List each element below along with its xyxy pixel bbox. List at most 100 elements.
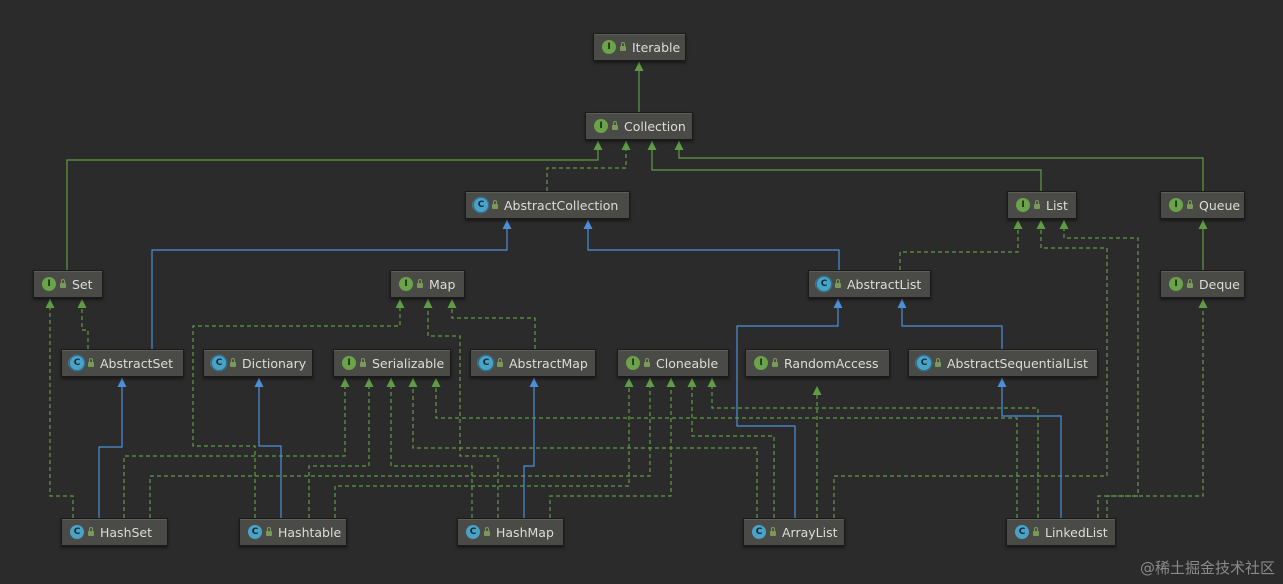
edge-hashmap-to-map [423, 299, 499, 518]
lock-icon [484, 527, 490, 536]
edge-hashset-to-cloneable [149, 378, 655, 518]
edge-arrowhead [45, 299, 55, 308]
edge-queue-to-collection [674, 141, 1204, 191]
edge-set-to-collection [66, 141, 603, 270]
edge-abstractlist-to-list [899, 220, 1023, 270]
lock-icon [1034, 200, 1040, 209]
edge-arraylist-to-list [833, 220, 1108, 518]
edge-hashmap-to-cloneable [549, 378, 676, 518]
lock-icon [620, 42, 626, 51]
lock-icon [835, 279, 841, 288]
lock-icon [492, 200, 498, 209]
node-label: ArrayList [782, 524, 838, 540]
edge-arraylist-to-serializable [408, 378, 758, 518]
lock-icon [1187, 279, 1193, 288]
edge-abstractmap-to-map [447, 299, 536, 349]
lock-icon [360, 358, 366, 367]
edge-hashset-to-abstractset [98, 378, 127, 518]
edge-arrowhead [645, 378, 655, 387]
interface-icon: I [1169, 277, 1183, 291]
edge-arrowhead [897, 299, 907, 308]
node-deque[interactable]: I Deque [1160, 270, 1245, 298]
edge-arrowhead [447, 299, 457, 308]
edge-arrowhead [117, 378, 127, 387]
edge-hashset-to-serializable [123, 378, 350, 518]
edge-arrowhead [1036, 220, 1046, 229]
class-icon: C [248, 525, 262, 539]
abstract-class-icon: C [212, 356, 226, 370]
edge-abstractset-to-abstractcollection [151, 220, 512, 349]
lock-icon [935, 358, 941, 367]
edge-hashset-to-set [45, 299, 74, 518]
node-label: AbstractMap [509, 355, 588, 371]
lock-icon [644, 358, 650, 367]
edge-list-to-collection [647, 141, 1042, 191]
node-label: LinkedList [1045, 524, 1108, 540]
class-icon: C [1015, 525, 1029, 539]
edge-arrowhead [812, 386, 822, 395]
edge-hashtable-to-dictionary [254, 378, 282, 518]
edge-arrowhead [624, 378, 634, 387]
interface-icon: I [1169, 198, 1183, 212]
edge-arrowhead [621, 141, 631, 150]
edge-hashmap-to-abstractmap [523, 378, 539, 518]
node-queue[interactable]: I Queue [1160, 191, 1245, 219]
edge-linkedlist-to-deque [1097, 299, 1208, 518]
edge-arrowhead [674, 141, 684, 150]
edge-arrowhead [593, 141, 603, 150]
node-collection[interactable]: I Collection [585, 112, 693, 140]
lock-icon [1187, 200, 1193, 209]
edge-arrowhead [364, 378, 374, 387]
edge-arrowhead [423, 299, 433, 308]
interface-icon: I [602, 40, 616, 54]
edge-arrowhead [666, 378, 676, 387]
abstract-class-icon: C [70, 356, 84, 370]
interface-icon: I [1016, 198, 1030, 212]
node-dictionary[interactable]: C Dictionary [203, 349, 313, 377]
edge-arrowhead [340, 378, 350, 387]
node-label: Dictionary [242, 355, 307, 371]
node-label: AbstractSequentialList [947, 355, 1088, 371]
interface-icon: I [754, 356, 768, 370]
class-icon: C [466, 525, 480, 539]
abstract-class-icon: C [474, 198, 488, 212]
node-label: Deque [1199, 276, 1240, 292]
lock-icon [230, 358, 236, 367]
node-label: AbstractCollection [504, 197, 619, 213]
edge-abstractlist-to-abstractcollection [583, 220, 840, 270]
node-hashtable[interactable]: C Hashtable [239, 518, 347, 546]
edge-arrowhead [408, 378, 418, 387]
node-label: Serializable [372, 355, 445, 371]
lock-icon [770, 527, 776, 536]
edge-arrowhead [634, 62, 644, 71]
lock-icon [417, 279, 423, 288]
lock-icon [1033, 527, 1039, 536]
node-abstractcollection[interactable]: C AbstractCollection [465, 191, 630, 219]
edge-linkedlist-to-abstractsequentiallist [997, 378, 1062, 518]
interface-icon: I [399, 277, 413, 291]
node-label: Queue [1199, 197, 1241, 213]
node-linkedlist[interactable]: C LinkedList [1006, 518, 1116, 546]
edge-linkedlist-to-serializable [431, 378, 1018, 518]
edge-arrowhead [707, 378, 717, 387]
interface-icon: I [42, 277, 56, 291]
node-label: Collection [624, 118, 686, 134]
interface-icon: I [626, 356, 640, 370]
interface-icon: I [594, 119, 608, 133]
node-label: AbstractList [847, 276, 922, 292]
node-label: Hashtable [278, 524, 342, 540]
